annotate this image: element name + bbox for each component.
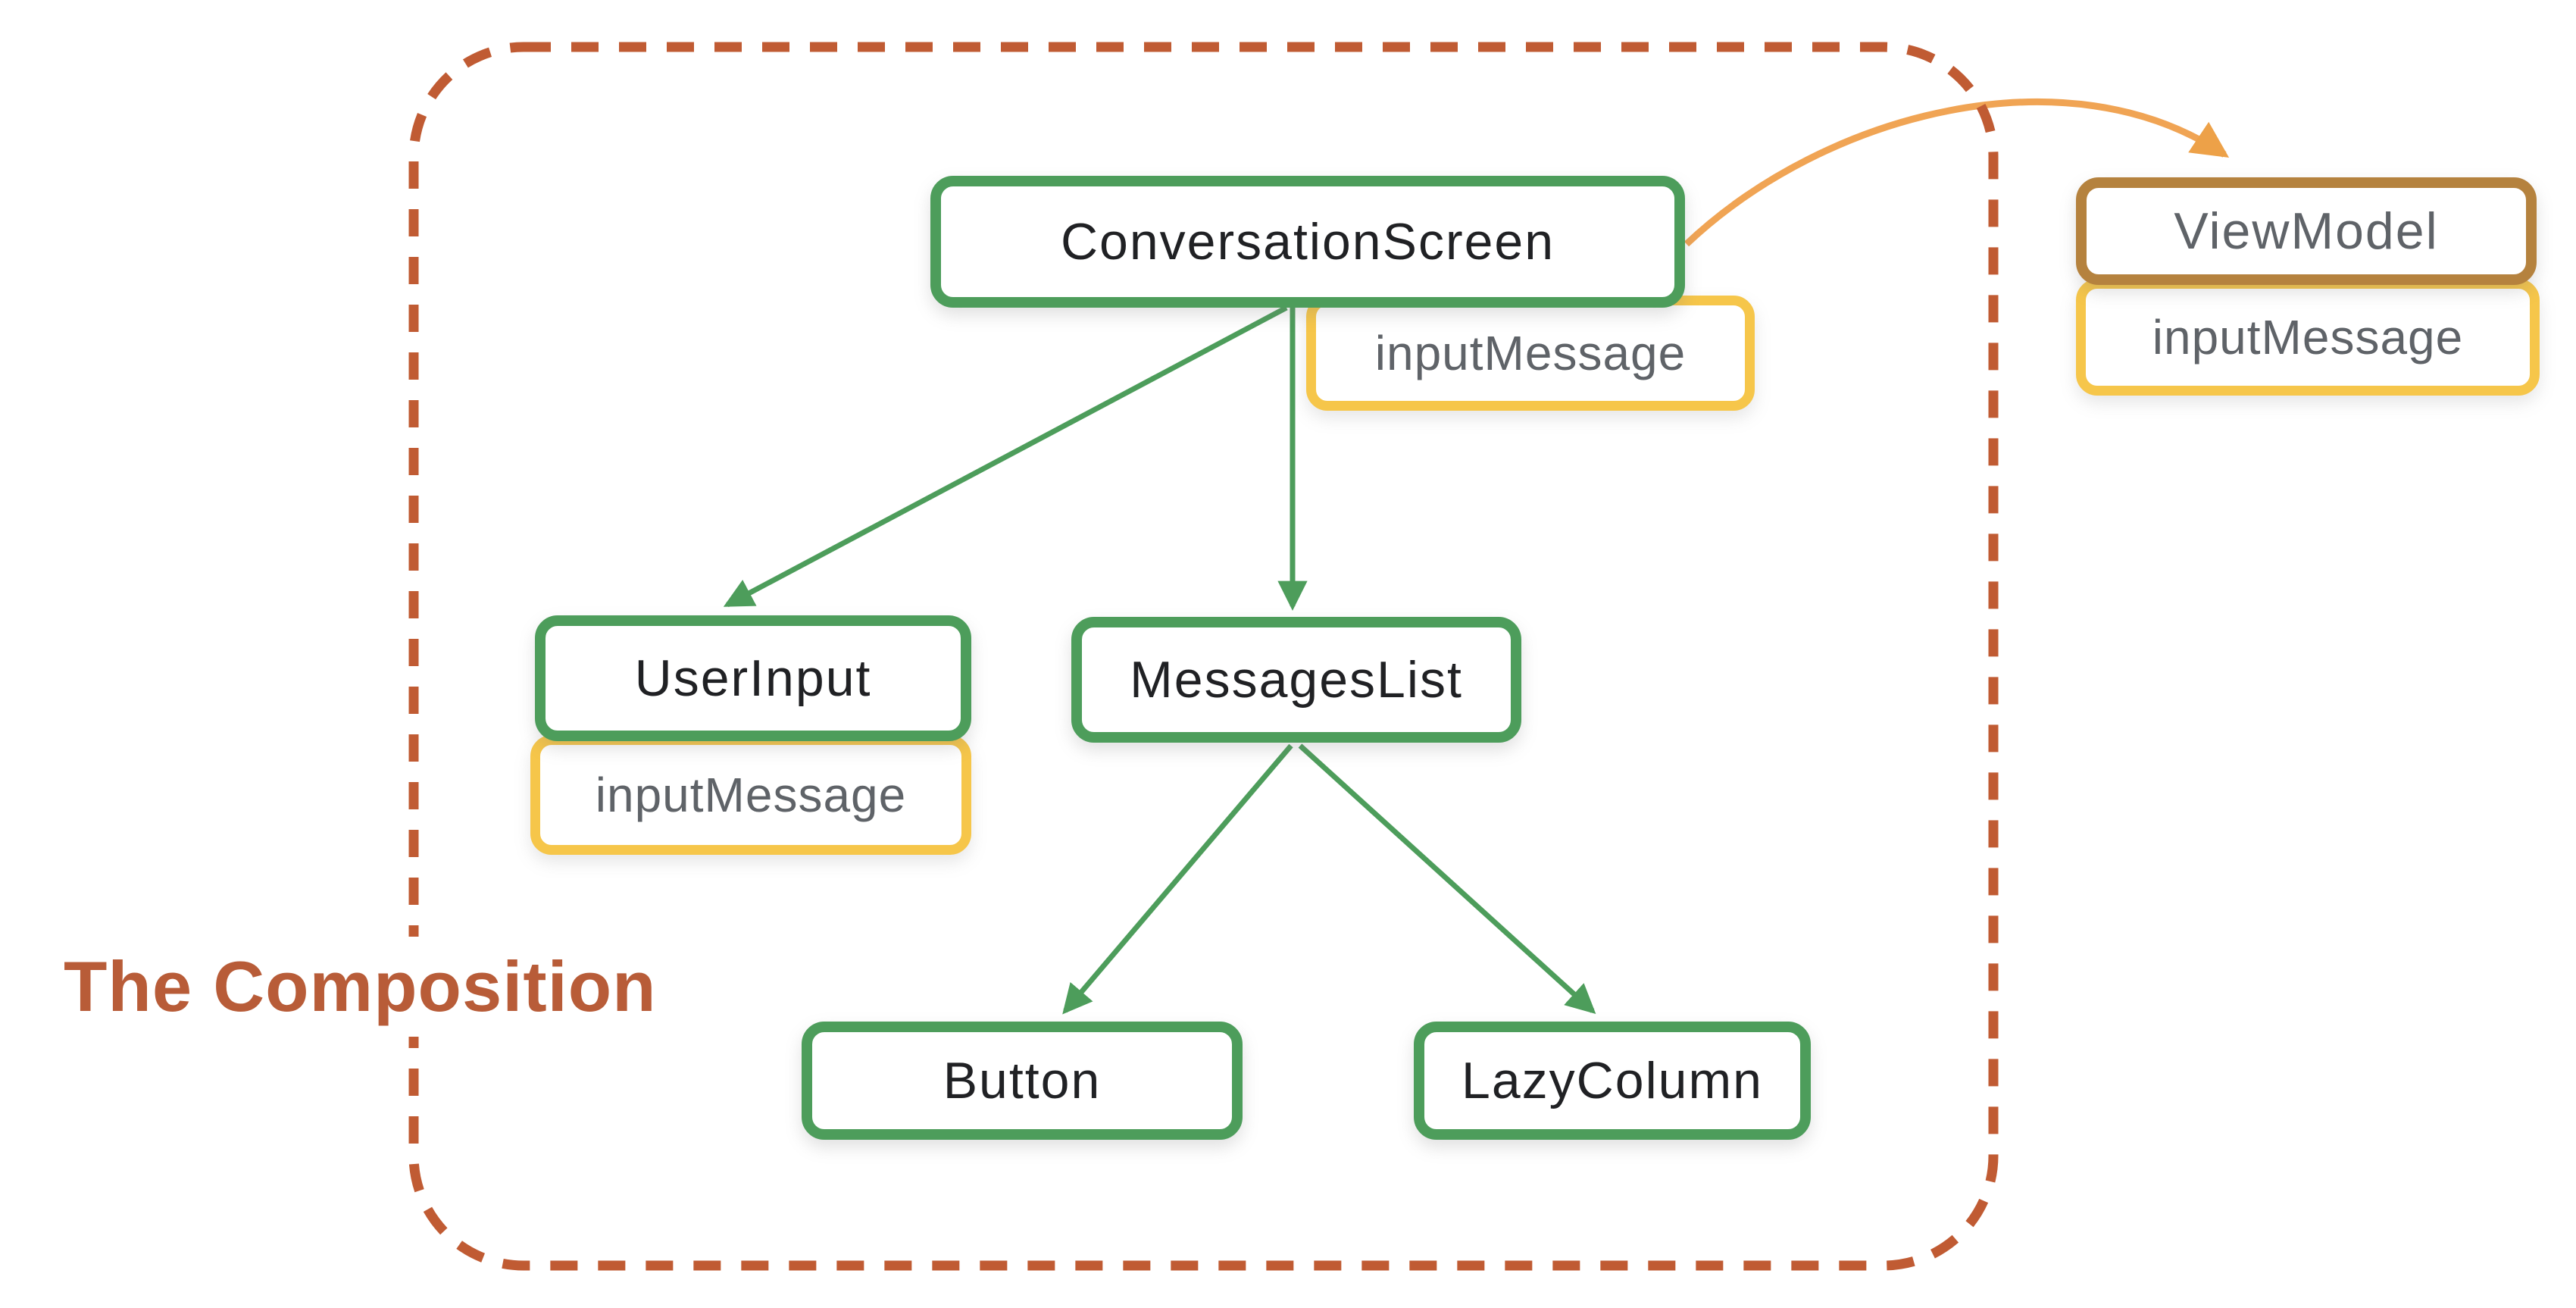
edge-conversationscreen-viewmodel bbox=[1683, 98, 2230, 247]
node-conversationscreen: ConversationScreen bbox=[930, 176, 1685, 308]
badge-label: inputMessage bbox=[2152, 310, 2464, 365]
node-viewmodel: ViewModel bbox=[2076, 177, 2537, 285]
badge-label: inputMessage bbox=[595, 768, 907, 822]
node-button: Button bbox=[802, 1022, 1243, 1140]
node-label: ViewModel bbox=[2174, 202, 2439, 260]
node-lazycolumn: LazyColumn bbox=[1414, 1022, 1811, 1140]
diagram-title: The Composition bbox=[44, 937, 677, 1037]
badge-inputmessage-conversationscreen: inputMessage bbox=[1306, 296, 1755, 411]
edge-conversationscreen-userinput bbox=[723, 305, 1288, 608]
node-label: UserInput bbox=[634, 649, 872, 707]
edge-messageslist-lazycolumn bbox=[1298, 743, 1596, 1014]
composition-boundary bbox=[408, 42, 1999, 1271]
badge-inputmessage-userinput: inputMessage bbox=[530, 735, 971, 855]
node-label: Button bbox=[943, 1052, 1102, 1109]
node-label: MessagesList bbox=[1130, 651, 1463, 709]
node-label: LazyColumn bbox=[1462, 1052, 1763, 1109]
node-userinput: UserInput bbox=[535, 615, 971, 741]
edge-messageslist-button bbox=[1062, 743, 1293, 1015]
node-label: ConversationScreen bbox=[1060, 213, 1555, 271]
node-messageslist: MessagesList bbox=[1071, 617, 1521, 743]
badge-label: inputMessage bbox=[1374, 326, 1687, 380]
badge-inputmessage-viewmodel: inputMessage bbox=[2076, 279, 2540, 396]
